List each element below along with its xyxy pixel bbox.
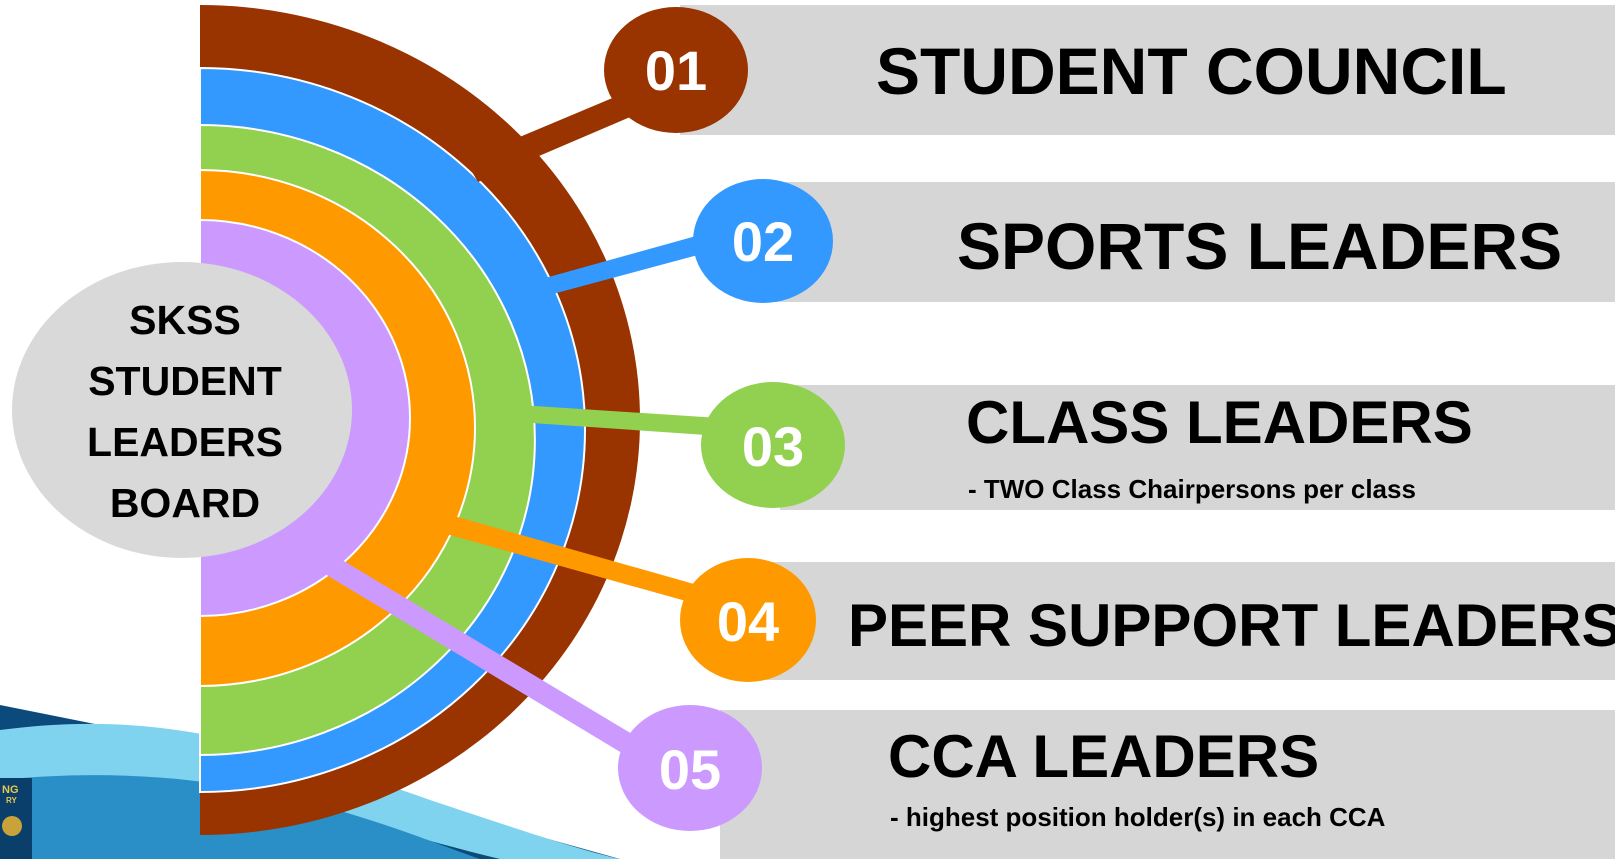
title-sports-leaders: SPORTS LEADERS	[957, 209, 1563, 283]
logo-emblem-icon	[2, 816, 22, 836]
school-logo: NG RY	[0, 778, 32, 859]
band-5	[720, 710, 1615, 859]
number-01: 01	[645, 39, 707, 102]
number-circle-03	[701, 382, 845, 508]
center-line-2: STUDENT	[88, 358, 282, 404]
title-class-leaders: CLASS LEADERS	[966, 389, 1473, 456]
center-label: SKSS STUDENT LEADERS BOARD	[40, 290, 330, 534]
center-ellipse	[12, 262, 352, 558]
band-4	[760, 562, 1615, 680]
number-circle-02	[693, 179, 833, 303]
band-2	[760, 182, 1615, 302]
number-circle-05	[618, 705, 762, 831]
connector-02	[520, 226, 735, 302]
number-circle-01	[604, 7, 748, 133]
number-05: 05	[659, 738, 721, 801]
center-line-3: LEADERS	[87, 419, 283, 465]
number-04: 04	[717, 590, 779, 653]
subtitle-class-leaders: - TWO Class Chairpersons per class	[968, 474, 1416, 504]
number-03: 03	[742, 415, 804, 478]
title-student-council: STUDENT COUNCIL	[876, 34, 1507, 108]
center-line-1: SKSS	[129, 297, 241, 343]
title-peer-support-leaders: PEER SUPPORT LEADERS	[848, 592, 1615, 659]
connector-05	[310, 548, 662, 770]
subtitle-cca-leaders: - highest position holder(s) in each CCA	[890, 802, 1386, 832]
number-02: 02	[732, 210, 794, 273]
logo-subtext: RY	[6, 796, 17, 805]
band-3	[780, 385, 1615, 510]
title-cca-leaders: CCA LEADERS	[888, 723, 1320, 790]
connector-04	[432, 512, 708, 605]
band-1	[680, 5, 1615, 135]
logo-text: NG	[2, 784, 19, 796]
number-circle-04	[680, 558, 816, 682]
center-line-4: BOARD	[109, 480, 261, 526]
